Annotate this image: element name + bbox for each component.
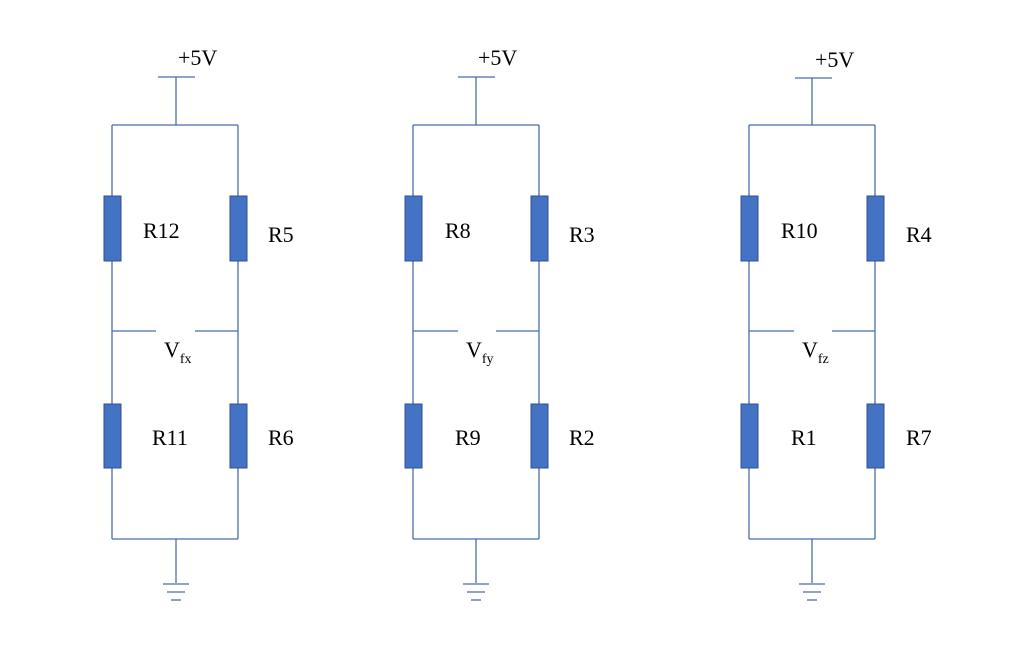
bridge-fx: +5V R12 R5 R11 R6 Vfx <box>103 45 294 601</box>
ground-symbol <box>163 583 189 601</box>
output-voltage-label: Vfx <box>164 337 192 367</box>
resistor-upper-right <box>866 195 885 262</box>
label-upper-right: R3 <box>569 222 595 247</box>
resistor-upper-right <box>530 195 549 262</box>
output-voltage-label: Vfy <box>466 337 494 367</box>
label-lower-left: R9 <box>455 425 481 450</box>
resistor-lower-left <box>103 403 122 469</box>
resistor-upper-right <box>229 195 248 262</box>
resistor-lower-right <box>229 403 248 469</box>
resistor-upper-left <box>404 195 423 262</box>
label-lower-right: R7 <box>906 425 932 450</box>
label-upper-left: R12 <box>143 218 180 243</box>
ground-symbol <box>799 583 825 601</box>
label-upper-right: R4 <box>906 222 932 247</box>
resistor-upper-left <box>740 195 759 262</box>
output-voltage-label: Vfz <box>802 337 829 367</box>
resistor-lower-left <box>740 403 759 469</box>
resistor-lower-left <box>404 403 423 469</box>
label-lower-left: R11 <box>152 425 188 450</box>
supply-label: +5V <box>178 45 217 70</box>
label-lower-right: R6 <box>268 425 294 450</box>
ground-symbol <box>463 583 489 601</box>
supply-label: +5V <box>815 47 854 72</box>
label-upper-left: R10 <box>781 218 818 243</box>
resistor-lower-right <box>866 403 885 469</box>
supply-label: +5V <box>478 45 517 70</box>
bridge-fz: +5V R10 R4 R1 R7 Vfz <box>740 47 932 601</box>
resistor-lower-right <box>530 403 549 469</box>
label-upper-right: R5 <box>268 222 294 247</box>
label-upper-left: R8 <box>445 218 471 243</box>
label-lower-right: R2 <box>569 425 595 450</box>
resistor-upper-left <box>103 195 122 262</box>
bridge-fy: +5V R8 R3 R9 R2 Vfy <box>404 45 595 601</box>
label-lower-left: R1 <box>791 425 817 450</box>
